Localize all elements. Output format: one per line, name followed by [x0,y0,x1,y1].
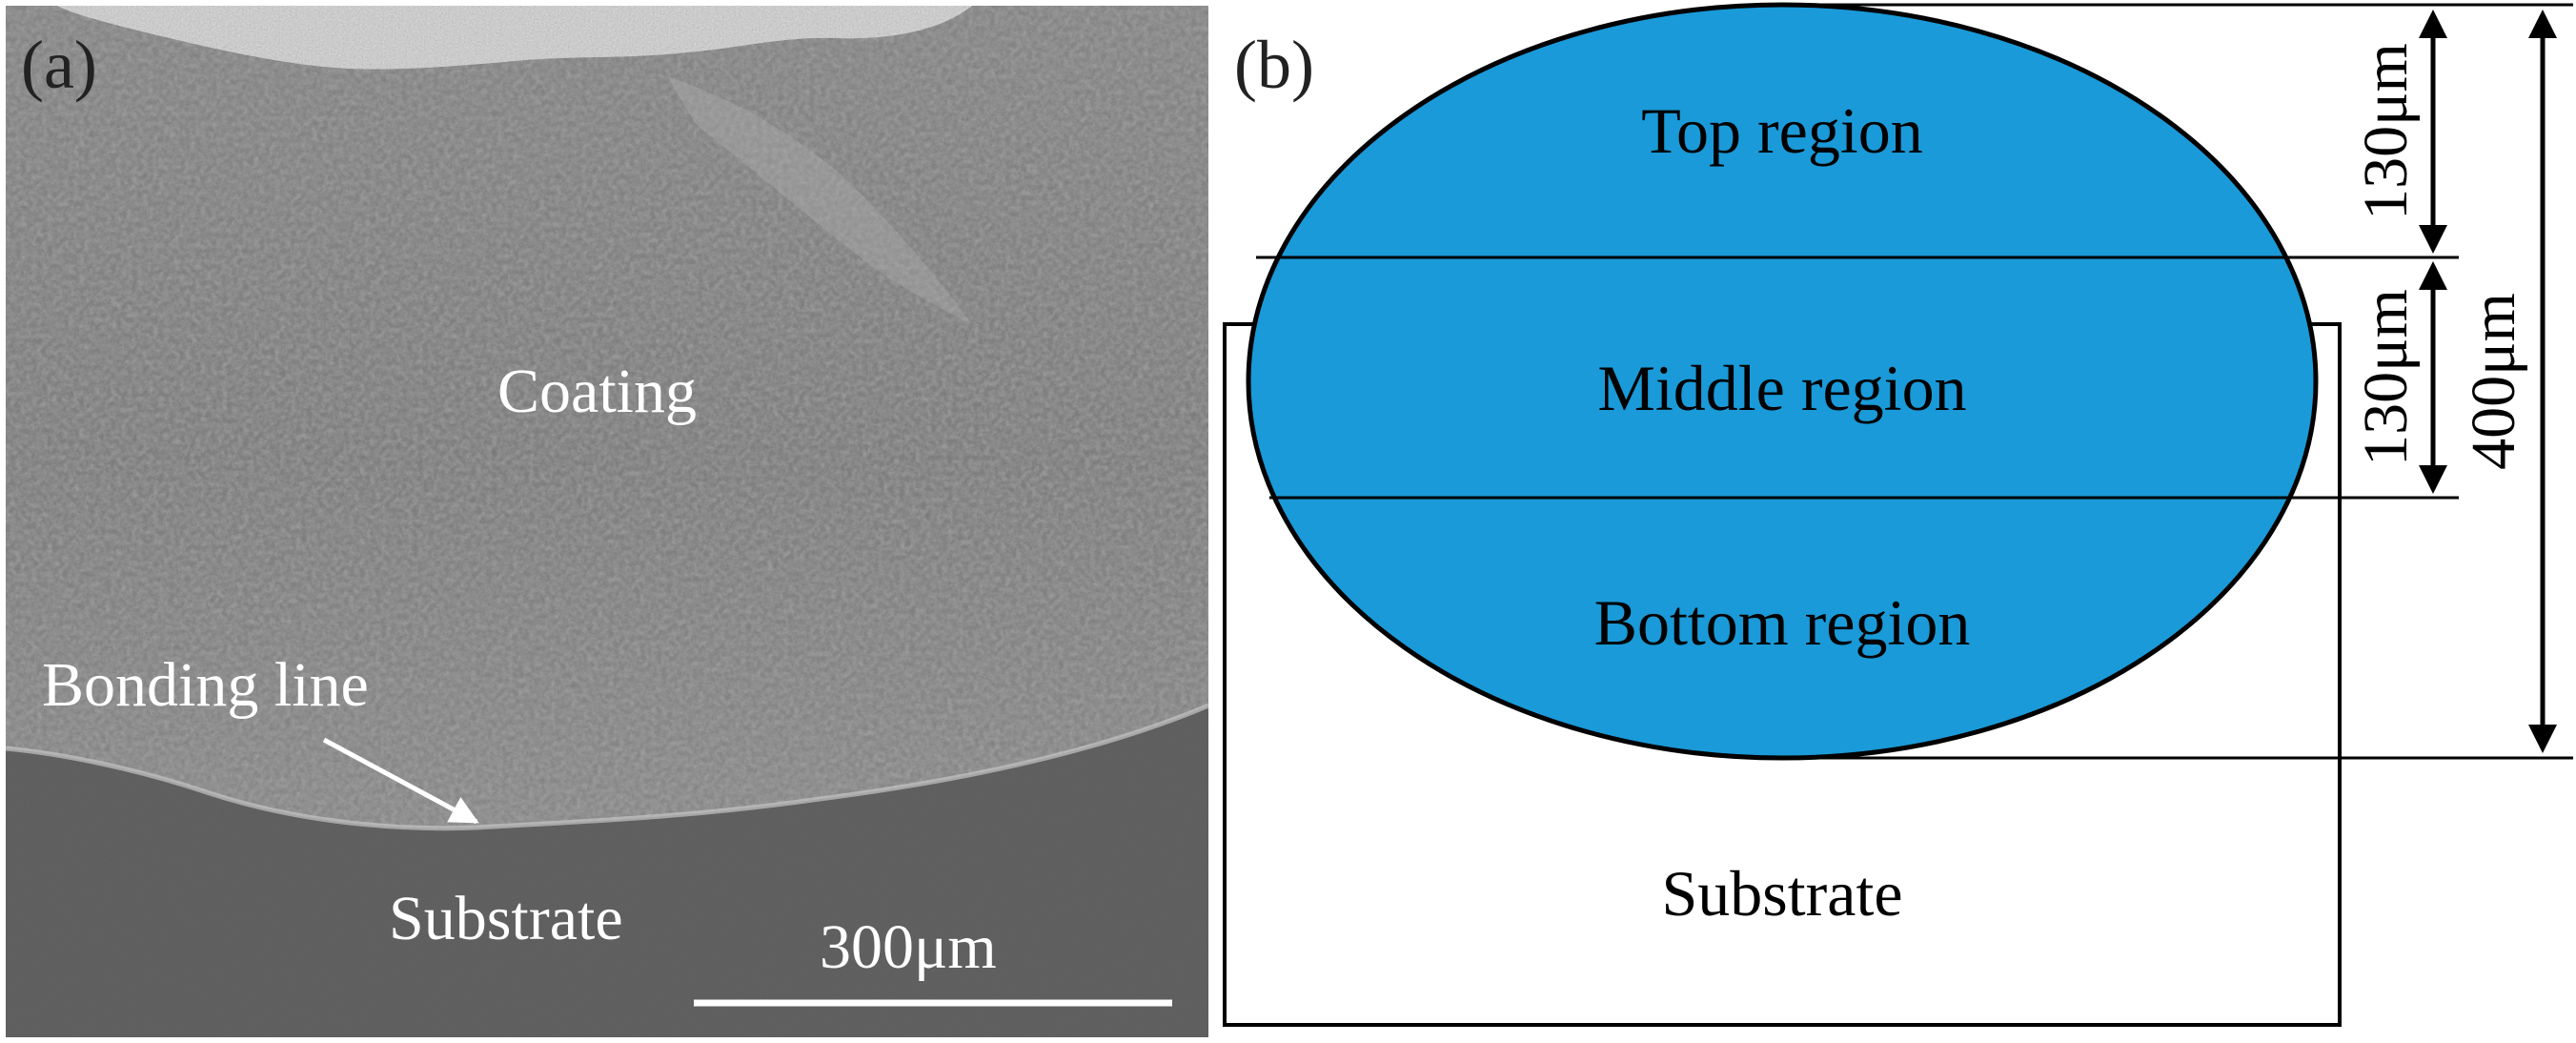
dimension-total-arrowhead-down [2528,725,2557,753]
panel-a: (a) Coating Bonding line Substrate 300μm [6,6,1208,1037]
dimension-top: 130μm [2351,10,2447,254]
dimension-total-label: 400μm [2459,293,2528,470]
dimension-total-arrowhead-up [2528,10,2557,38]
middle-region-label: Middle region [1597,352,1966,424]
sem-coating-texture [6,6,1208,828]
dimension-top-arrowhead-down [2419,225,2447,254]
substrate-label-b: Substrate [1661,857,1902,930]
sem-bonding-edge [6,703,1208,831]
substrate-label-a: Substrate [389,884,623,953]
dimension-middle-arrowhead-up [2419,261,2447,290]
dimension-middle-label: 130μm [2351,289,2421,466]
dimension-total: 400μm [2459,10,2557,753]
dimension-middle: 130μm [2351,261,2447,494]
top-region-label: Top region [1641,94,1923,167]
panel-b: (b) Top region Middle region Bottom regi… [1223,2,2573,1027]
bonding-line-label: Bonding line [42,650,369,720]
bonding-line-arrow [322,737,479,825]
bottom-region-label: Bottom region [1594,586,1971,659]
sem-top-surface [57,6,972,70]
scale-bar-label: 300μm [820,912,997,982]
dimension-middle-arrowhead-down [2419,465,2447,494]
dimension-top-label: 130μm [2351,43,2421,220]
coating-label: Coating [497,357,697,426]
sem-dendrite-zone [667,76,972,324]
dimension-top-arrowhead-up [2419,10,2447,38]
panel-b-label: (b) [1234,27,1314,103]
panel-a-label: (a) [21,27,97,103]
